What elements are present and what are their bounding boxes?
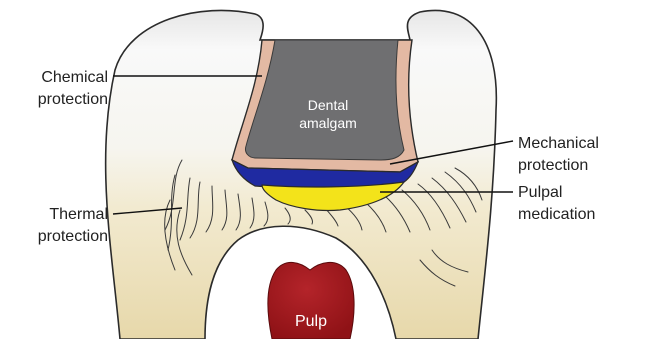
pulpal-medication-label-1: Pulpal (518, 184, 562, 201)
dental-amalgam-label-1: Dental (308, 97, 348, 113)
mechanical-protection-label-1: Mechanical (518, 135, 599, 152)
mechanical-protection-label-2: protection (518, 157, 588, 174)
pulp-label: Pulp (295, 313, 327, 330)
chemical-protection-label-2: protection (38, 91, 108, 108)
chemical-protection-label-1: Chemical (41, 69, 108, 86)
thermal-protection-label-1: Thermal (49, 206, 108, 223)
pulpal-medication-label-2: medication (518, 206, 595, 223)
dental-amalgam-label-2: amalgam (299, 115, 357, 131)
thermal-protection-label-2: protection (38, 228, 108, 245)
